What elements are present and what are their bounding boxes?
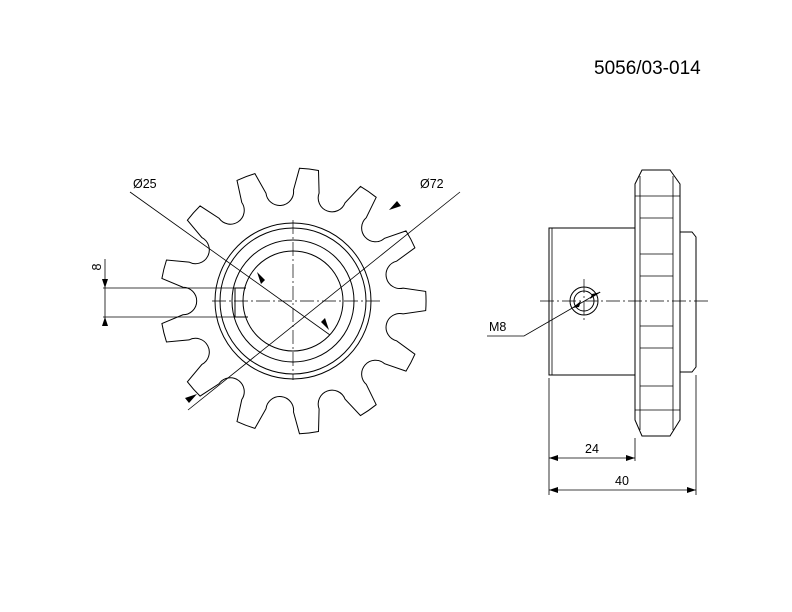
thread-label: M8 <box>489 320 506 334</box>
thread-leader-arrow-2 <box>590 292 601 299</box>
keyway-width-label: 8 <box>90 263 104 270</box>
overall-length-arrow-right <box>687 487 696 493</box>
outer-dim-arrow-2 <box>185 394 197 403</box>
outer-dim-leader <box>187 191 461 411</box>
side-view: M8 24 40 <box>487 169 708 495</box>
sprocket-outline <box>161 167 427 435</box>
thread-leader-arrow-1 <box>572 301 581 308</box>
outer-diameter-label: Ø72 <box>420 177 444 191</box>
hub-length-arrow-right <box>626 455 635 461</box>
keyway-arrow-bottom <box>102 317 108 326</box>
shoulder <box>680 231 697 373</box>
front-view: 8 Ø25 Ø72 <box>90 167 461 435</box>
outer-dim-arrow-1 <box>389 201 401 210</box>
part-number: 5056/03-014 <box>594 58 701 79</box>
bore-dim-arrow-1 <box>257 272 265 284</box>
overall-length-arrow-left <box>549 487 558 493</box>
bore-dim-leader <box>129 191 331 336</box>
teeth-outline <box>634 169 681 437</box>
hub-body <box>548 227 636 376</box>
hub-length-label: 24 <box>585 442 599 456</box>
hub-length-arrow-left <box>549 455 558 461</box>
keyway <box>234 287 248 318</box>
bore-diameter-label: Ø25 <box>133 177 157 191</box>
bore-dim-arrow-2 <box>321 318 329 330</box>
overall-length-label: 40 <box>615 474 629 488</box>
keyway-arrow-top <box>102 279 108 288</box>
